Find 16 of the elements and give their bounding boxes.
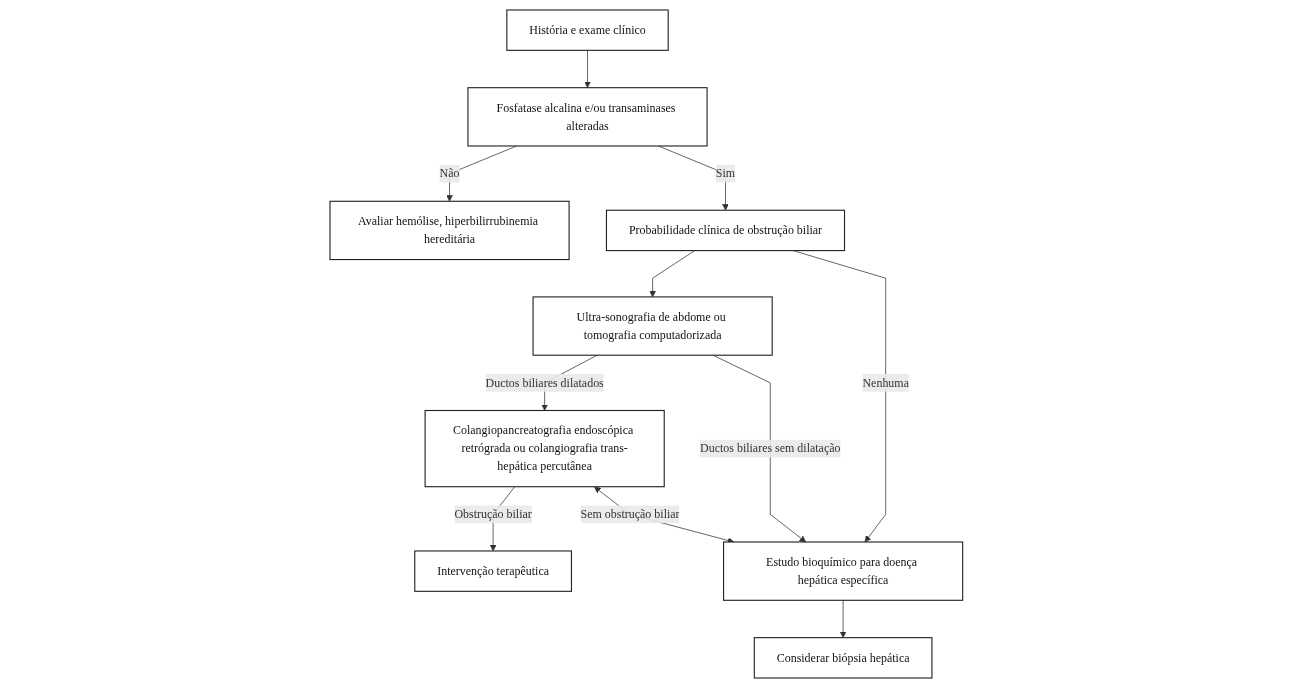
edge-label: Nenhuma xyxy=(862,376,909,389)
edge-label: Não xyxy=(439,166,460,180)
edge-label: Ductos biliares dilatados xyxy=(485,376,604,389)
node-box: Colangiopancreatografia endoscópica retrógrada ou colangiografia trans-hepática percutânea xyxy=(424,409,665,488)
node-box: Fosfatase alcalina e/ou transaminases alteradas xyxy=(467,87,708,147)
node-box: História e exame clínico xyxy=(505,9,669,51)
node-box: Avaliar hemólise, hiperbilirrubinemia hereditária xyxy=(329,200,570,261)
node-box: Estudo bioquímico para doença hepática específica xyxy=(722,541,963,601)
edge-label: Ductos biliares sem dilatação xyxy=(699,441,841,455)
node-box: Considerar biópsia hepática xyxy=(753,637,933,679)
node-box: Probabilidade clínica de obstrução biliar xyxy=(605,209,845,252)
node-box: Ultra-sonografia de abdome ou tomografia computadorizada xyxy=(532,296,773,356)
edge-label: Sim xyxy=(715,166,735,180)
node-box: Intervenção terapêutica xyxy=(413,550,572,592)
edge-label: Sem obstrução biliar xyxy=(580,507,680,521)
edge-label: Obstrução biliar xyxy=(454,507,532,521)
